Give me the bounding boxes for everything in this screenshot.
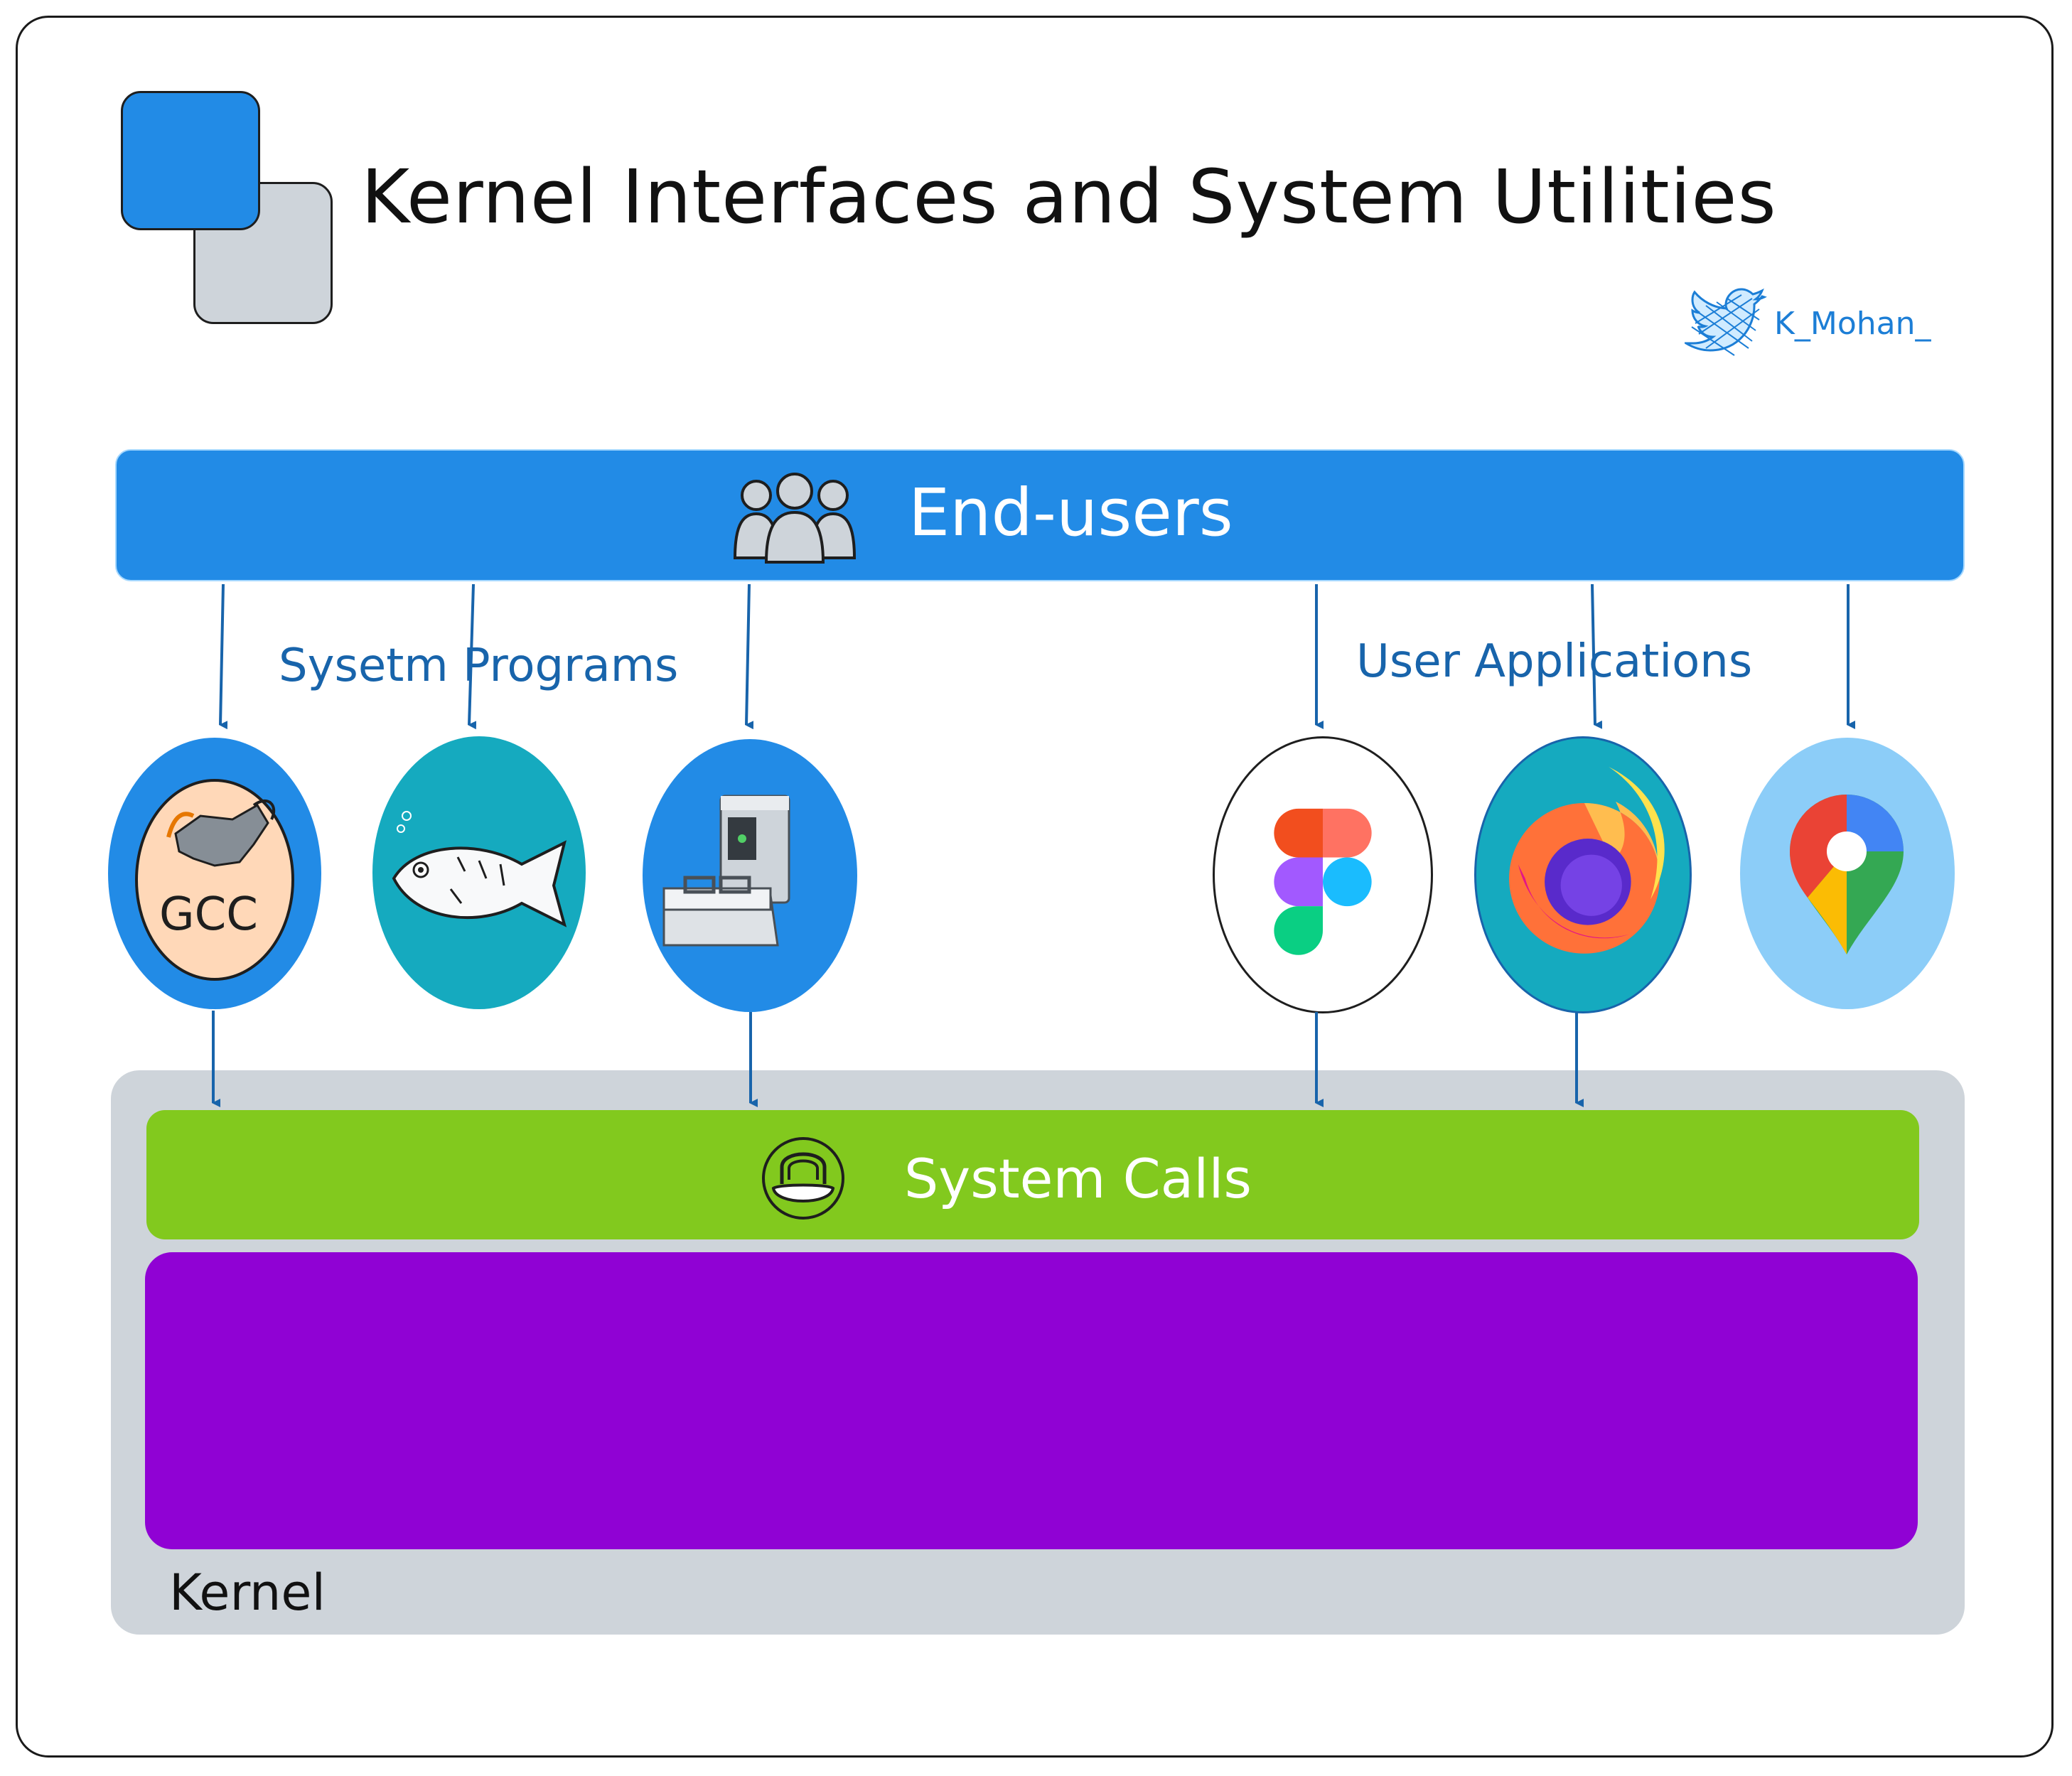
app-node-google-maps[interactable] <box>1740 738 1955 1009</box>
author-handle: K_Mohan_ <box>1685 284 1931 362</box>
kernel-label: Kernel <box>169 1564 326 1622</box>
logo-blue-square <box>121 91 260 230</box>
system-toolbox-icon <box>662 795 790 947</box>
program-node-toolbox[interactable] <box>643 739 857 1012</box>
twitter-bird-icon <box>1685 288 1767 356</box>
kernel-core-block <box>145 1252 1918 1549</box>
system-calls-label: System Calls <box>904 1147 1252 1210</box>
firefox-icon <box>1509 767 1665 954</box>
program-node-gcc[interactable]: GCC <box>108 738 321 1009</box>
app-node-firefox[interactable] <box>1474 736 1692 1013</box>
google-maps-icon <box>1790 795 1904 954</box>
figma-icon <box>1274 808 1372 955</box>
user-applications-label: User Applications <box>1356 635 1753 688</box>
users-group-icon <box>733 473 857 564</box>
system-call-icon <box>762 1137 844 1220</box>
page-title: Kernel Interfaces and System Utilities <box>361 154 1777 240</box>
app-node-figma[interactable] <box>1213 736 1433 1013</box>
fish-shell-icon <box>392 811 567 927</box>
end-users-label: End-users <box>908 475 1233 551</box>
gcc-gnu-icon: GCC <box>135 779 294 981</box>
system-calls-bar <box>146 1110 1919 1239</box>
author-handle-text: K_Mohan_ <box>1774 305 1931 342</box>
program-node-fish[interactable] <box>372 736 586 1009</box>
end-users-bar <box>115 449 1965 581</box>
system-programs-label: Sysetm Programs <box>279 640 679 692</box>
gcc-text: GCC <box>159 888 258 941</box>
